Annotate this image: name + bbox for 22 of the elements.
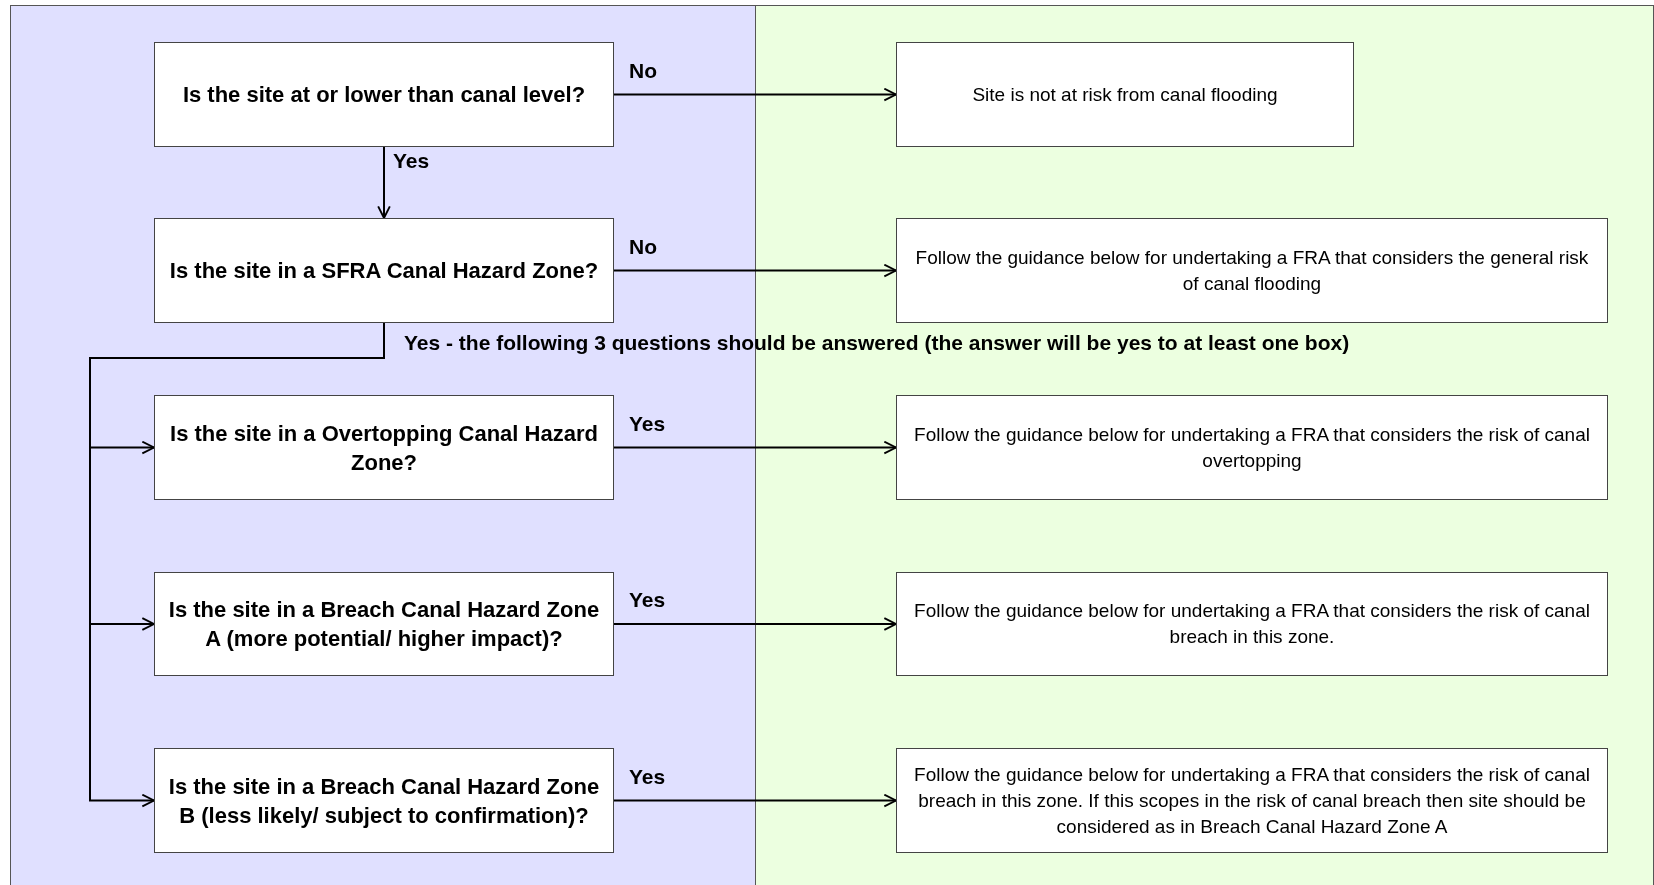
outcome-box: Site is not at risk from canal flooding [896,42,1354,147]
outcome-box: Follow the guidance below for undertaking a FRA that considers the risk of canal breach in this zone. [896,572,1608,676]
edge-label: No [629,234,657,259]
arrow [613,617,897,631]
question-box: Is the site in a SFRA Canal Hazard Zone? [154,218,614,323]
edge-label: No [629,58,657,83]
edge-label: Yes [393,149,430,173]
outcome-box: Follow the guidance below for undertaking a FRA that considers the risk of canal overtopping [896,395,1608,500]
question-box: Is the site in a Breach Canal Hazard Zone B (less likely/ subject to confirmation)? [154,748,614,853]
outcome-box: Follow the guidance below for undertaking a FRA that considers the general risk of canal flooding [896,218,1608,323]
edge-label: Yes [629,588,666,612]
arrow [613,440,897,455]
arrow [613,87,897,102]
question-box: Is the site in a Breach Canal Hazard Zone A (more potential/ higher impact)? [154,572,614,676]
question-box: Is the site at or lower than canal level? [154,42,614,147]
question-box: Is the site in a Overtopping Canal Hazard Zone? [154,395,614,500]
edge-label: Yes [629,411,666,436]
arrow [377,146,391,219]
outcome-box: Follow the guidance below for undertaking a FRA that considers the risk of canal breach in this zone. If this scopes in the risk of canal breach then site should be considered as in Breach Canal Hazard Zone A [896,748,1608,853]
arrow [613,263,897,278]
edge-label: Yes [629,764,666,789]
arrow [613,793,897,808]
